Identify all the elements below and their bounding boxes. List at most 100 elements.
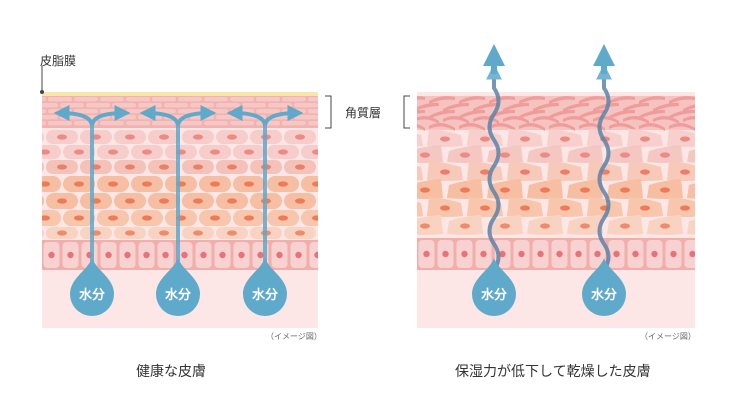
corneum-flake: [549, 122, 575, 131]
basal-nucleus: [124, 251, 131, 259]
cell-nucleus: [520, 136, 530, 142]
corneum-cell: [126, 121, 150, 126]
water-evaporation-path: [486, 63, 502, 272]
epidermis-cell: [301, 210, 318, 226]
basal-nucleus: [480, 250, 487, 258]
cell-nucleus: [227, 230, 237, 236]
cell-nucleus: [210, 215, 220, 221]
cell-nucleus: [400, 136, 410, 141]
basal-nucleus: [67, 251, 74, 259]
corneum-cell: [48, 121, 72, 126]
cell-nucleus: [278, 181, 288, 187]
corneum-cell: [308, 97, 318, 102]
cell-nucleus: [295, 134, 305, 140]
epidermis-cell: [42, 162, 44, 172]
cell-nucleus: [142, 181, 152, 187]
cell-nucleus: [142, 215, 152, 221]
corneum-flake: [459, 109, 485, 119]
corneum-flake: [683, 104, 695, 112]
cell-nucleus: [580, 223, 590, 229]
cell-nucleus: [125, 198, 135, 204]
corneum-cell: [42, 103, 58, 108]
water-drop-label: 水分: [79, 287, 105, 303]
corneum-flake: [429, 122, 455, 131]
epidermis-cell: [301, 145, 318, 159]
cell-nucleus: [540, 187, 550, 193]
corneum-flake: [417, 124, 425, 131]
corneum-flake: [459, 96, 485, 104]
cell-nucleus: [540, 223, 550, 229]
corneum-cell: [282, 121, 306, 126]
cell-nucleus: [74, 181, 84, 187]
cell-nucleus: [460, 187, 470, 193]
cell-nucleus: [560, 136, 570, 142]
water-branch-right: [90, 105, 131, 126]
epidermis-cell: [417, 145, 443, 163]
corneum-cell: [126, 97, 150, 102]
basal-nucleus: [575, 250, 582, 258]
cell-nucleus: [700, 152, 710, 157]
image-note-healthy: （イメージ図）: [266, 332, 322, 341]
cell-nucleus: [142, 149, 152, 155]
cell-nucleus: [700, 187, 710, 192]
corneum-flake: [503, 102, 529, 112]
basal-nucleus: [105, 251, 112, 259]
corneum-flake: [417, 116, 439, 124]
corneum-flake: [489, 109, 515, 119]
cell-nucleus: [42, 149, 50, 155]
corneum-flake: [639, 109, 665, 119]
sebum-leader-dot: [40, 90, 44, 94]
basal-nucleus: [689, 250, 695, 258]
healthy-skin-panel: 水分水分水分: [42, 92, 318, 328]
cell-nucleus: [57, 164, 67, 170]
corneum-cell: [112, 115, 136, 120]
epidermis-cell: [687, 149, 695, 163]
basal-nucleus: [461, 250, 468, 258]
basal-nucleus: [276, 251, 283, 259]
water-drop: 水分: [582, 258, 626, 316]
corneum-flake: [669, 109, 695, 119]
corneum-cell: [152, 97, 176, 102]
corneum-cell: [230, 121, 254, 126]
corneum-flake: [489, 96, 515, 104]
basal-cell: [309, 242, 318, 268]
corneum-cell: [230, 97, 254, 102]
cell-nucleus: [680, 205, 690, 211]
cell-nucleus: [440, 169, 450, 175]
cell-nucleus: [420, 223, 430, 229]
corneum-cell: [42, 109, 46, 114]
corneum-cell: [308, 121, 318, 126]
water-channel-healthy: 水分: [53, 105, 131, 316]
corneum-flake: [533, 115, 559, 124]
cell-nucleus: [640, 169, 650, 175]
cell-nucleus: [580, 187, 590, 193]
cell-nucleus: [680, 169, 690, 175]
cell-nucleus: [312, 215, 318, 221]
corneum-flake: [549, 96, 575, 104]
water-channel-healthy: 水分: [139, 105, 217, 317]
stratum-bracket-healthy: [325, 95, 332, 129]
water-drop-label: 水分: [591, 287, 617, 303]
cell-nucleus: [108, 181, 118, 187]
sebum-membrane-label: 皮脂膜: [40, 54, 77, 68]
cell-nucleus: [660, 223, 670, 229]
cell-nucleus: [244, 149, 254, 155]
basal-nucleus: [181, 251, 188, 259]
basal-nucleus: [442, 250, 449, 258]
corneum-flake: [429, 96, 455, 104]
basal-nucleus: [594, 250, 601, 258]
basal-nucleus: [537, 250, 544, 258]
corneum-flake: [459, 122, 485, 131]
corneum-flake: [653, 102, 679, 112]
water-drop: 水分: [243, 258, 287, 316]
corneum-flake: [609, 96, 635, 104]
basal-nucleus: [556, 250, 563, 258]
cell-nucleus: [480, 205, 490, 211]
corneum-cell: [204, 121, 228, 126]
corneum-cell: [42, 97, 46, 102]
epidermis-cell: [687, 183, 695, 199]
cell-nucleus: [159, 134, 169, 140]
cell-nucleus: [125, 134, 135, 140]
corneum-flake: [639, 122, 665, 131]
